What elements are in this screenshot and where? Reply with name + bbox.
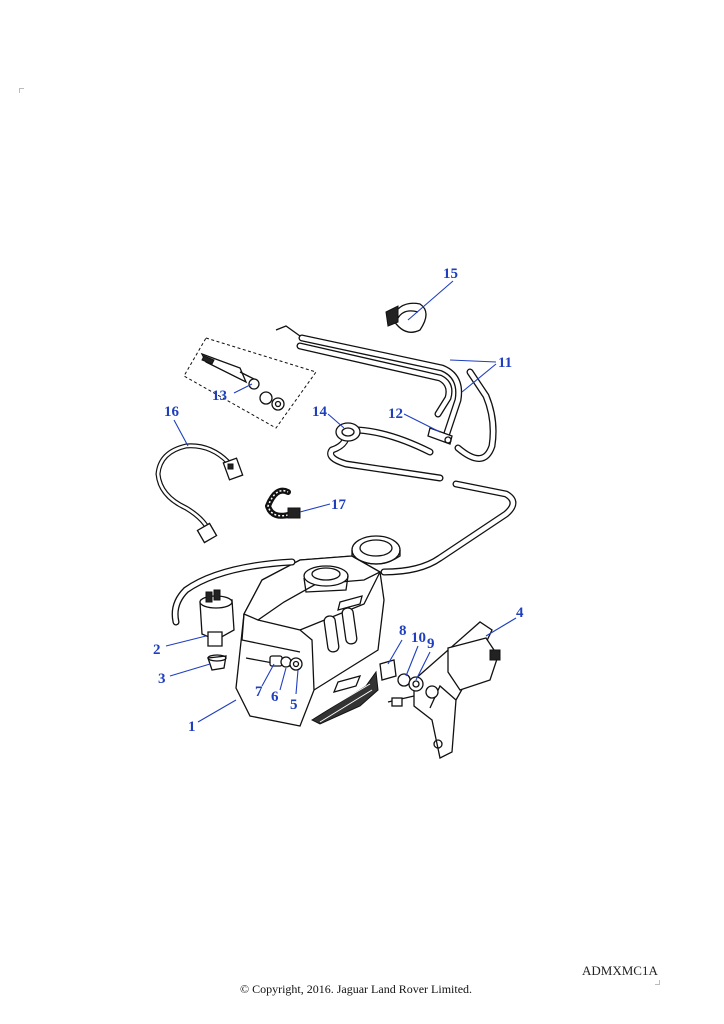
washer-jet-kit[interactable] [183,337,317,429]
callout-labels: 1 2 3 4 5 6 7 8 9 10 11 12 13 14 15 16 1… [153,266,524,735]
callout-16[interactable]: 16 [164,404,180,420]
hose-connector[interactable] [427,427,453,445]
outlet-fittings[interactable] [269,655,303,671]
callout-11[interactable]: 11 [498,355,512,371]
leader-lines [165,280,517,723]
callout-1[interactable]: 1 [188,719,196,735]
callout-6[interactable]: 6 [271,689,279,705]
callout-17[interactable]: 17 [331,497,347,513]
hose-grommet[interactable] [335,422,361,442]
callout-14[interactable]: 14 [312,404,328,420]
callout-2[interactable]: 2 [153,642,161,658]
callout-3[interactable]: 3 [158,671,166,687]
callout-13[interactable]: 13 [212,388,227,404]
callout-7[interactable]: 7 [255,684,263,700]
hose-clip[interactable] [385,302,427,333]
callout-15[interactable]: 15 [443,266,458,282]
tie-strap[interactable] [265,487,301,519]
callout-10[interactable]: 10 [411,630,426,646]
top-left-crop-mark [19,88,24,93]
callout-9[interactable]: 9 [427,636,435,652]
washer-pump[interactable] [199,589,235,647]
pump-grommet[interactable] [207,654,227,671]
callout-12[interactable]: 12 [388,406,403,422]
diagram-reference-code: ADMXMC1A [582,963,658,978]
callout-4[interactable]: 4 [516,605,524,621]
mounting-bracket[interactable] [387,621,501,759]
callout-5[interactable]: 5 [290,697,298,713]
copyright-notice: © Copyright, 2016. Jaguar Land Rover Lim… [239,982,473,996]
callout-8[interactable]: 8 [399,623,407,639]
wiring-harness[interactable] [155,443,244,544]
filler-cap[interactable] [351,535,401,565]
washer-reservoir[interactable] [235,555,385,727]
